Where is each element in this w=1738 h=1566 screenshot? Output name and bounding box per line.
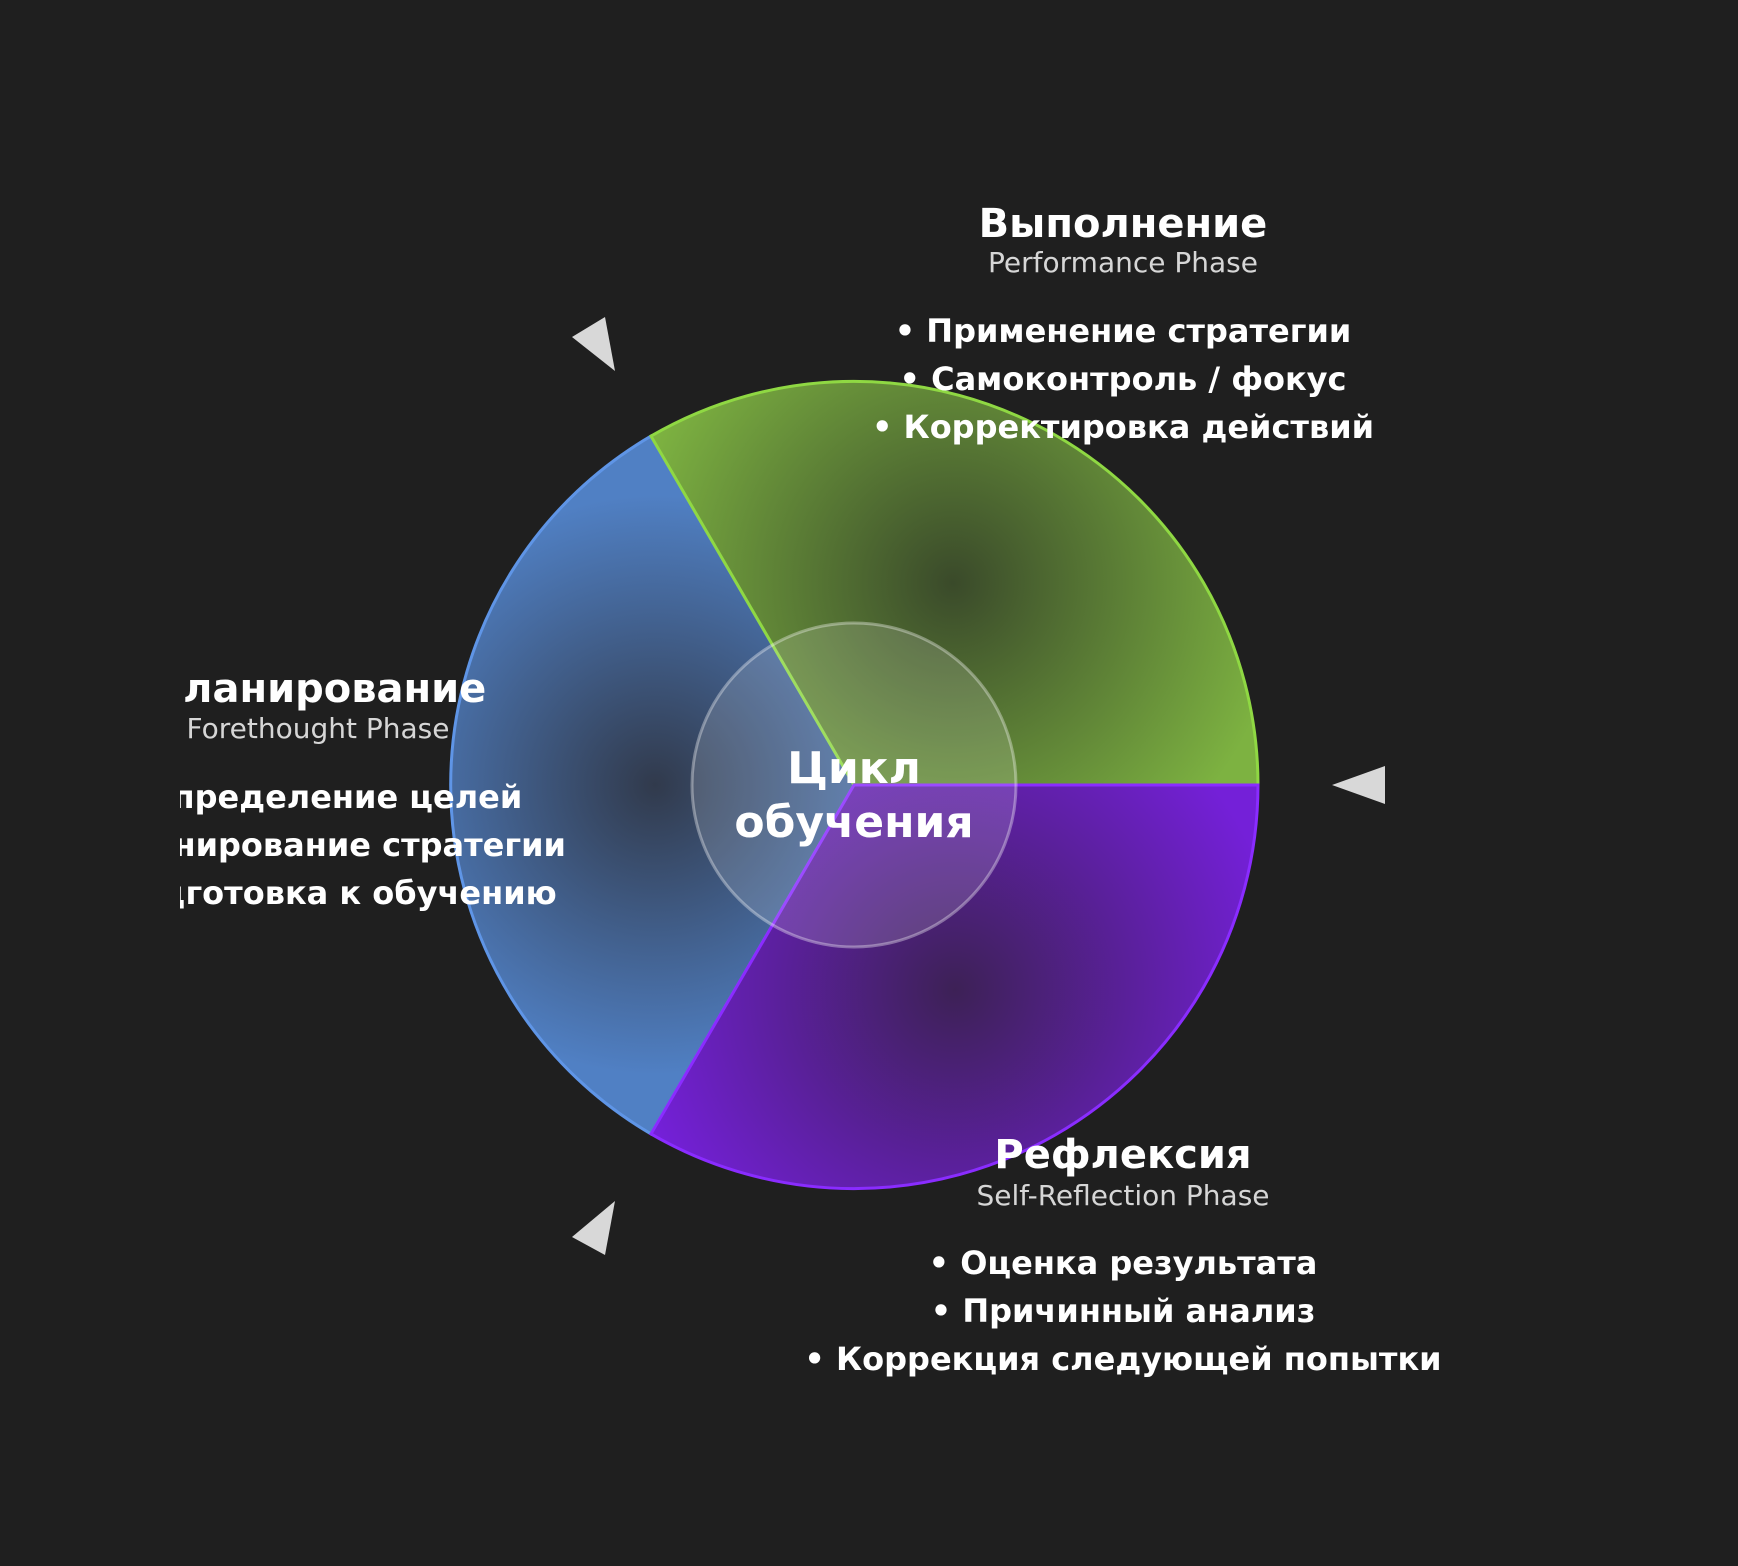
phase-performance-item: • Применение стратегии <box>895 312 1352 350</box>
cycle-arrow-bottom-left-icon <box>572 1201 615 1255</box>
phase-performance-label: Выполнение Performance Phase • Применени… <box>872 201 1374 446</box>
phase-reflection-title: Рефлексия <box>994 1132 1251 1178</box>
phase-performance-title: Выполнение <box>979 201 1268 247</box>
phase-forethought-title: Планирование <box>150 666 487 712</box>
center-hub <box>690 621 1018 949</box>
phase-reflection-label: Рефлексия Self-Reflection Phase • Оценка… <box>804 1132 1441 1378</box>
center-label-line1: Цикл <box>787 743 921 794</box>
phase-forethought-item: • Подготовка к обучению <box>79 874 557 912</box>
phase-performance-item: • Самоконтроль / фокус <box>900 360 1347 398</box>
phase-reflection-item: • Причинный анализ <box>931 1292 1316 1330</box>
phase-reflection-item: • Оценка результата <box>929 1244 1318 1282</box>
sector-reflection <box>648 783 1260 1191</box>
phase-reflection-subtitle: Self-Reflection Phase <box>976 1179 1269 1212</box>
phase-reflection-item: • Коррекция следующей попытки <box>804 1340 1441 1378</box>
phase-forethought-subtitle: Forethought Phase <box>187 712 450 745</box>
center-label-line2: обучения <box>734 797 973 848</box>
phase-performance-subtitle: Performance Phase <box>988 246 1258 279</box>
phase-forethought-item: • Определение целей <box>114 778 523 816</box>
phase-forethought-label: Планирование Forethought Phase • Определ… <box>70 666 566 912</box>
phase-forethought-item: • Планирование стратегии <box>70 826 566 864</box>
sector-forethought <box>449 434 856 1136</box>
phase-performance-item: • Корректировка действий <box>872 408 1374 446</box>
sector-performance <box>648 379 1260 787</box>
cycle-arrow-right-icon <box>1332 766 1385 804</box>
cycle-arrow-top-left-icon <box>572 317 615 371</box>
